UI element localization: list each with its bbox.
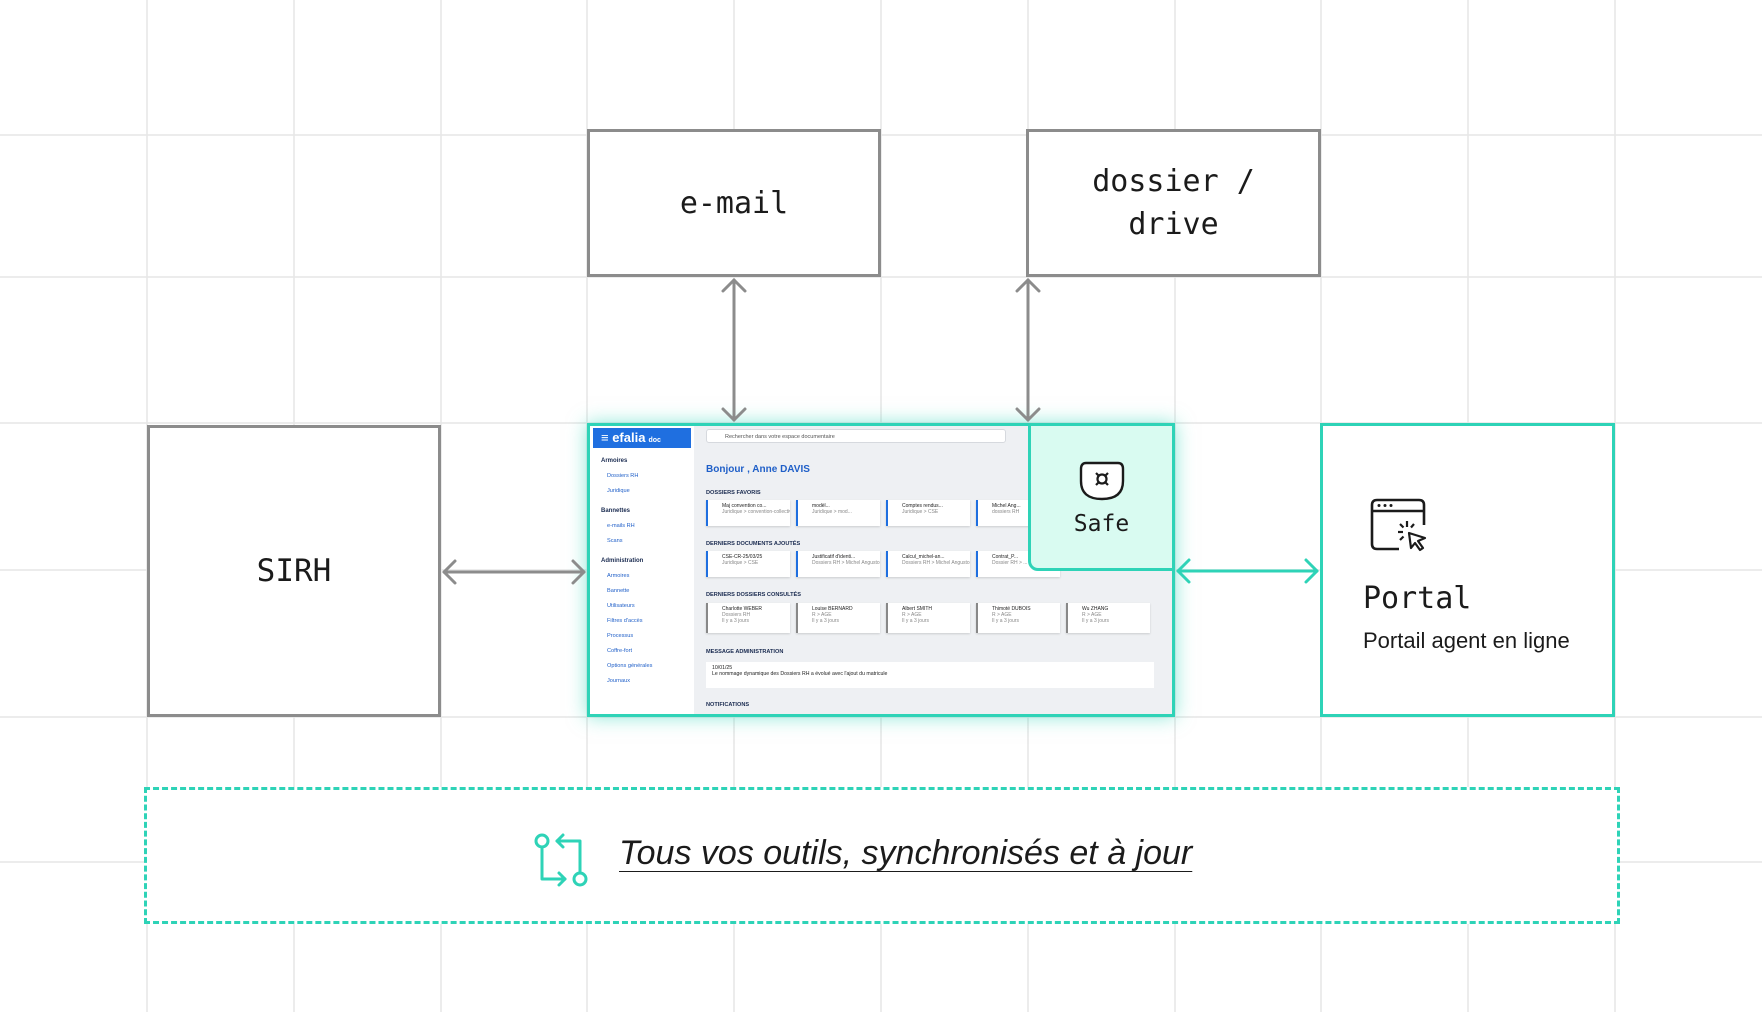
safe-label: Safe xyxy=(1073,511,1130,537)
sync-banner: Tous vos outils, synchronisés et à jour xyxy=(144,787,1620,924)
app-search-input: Rechercher dans votre espace documentair… xyxy=(706,429,1006,443)
section-message-administration: MESSAGE ADMINISTRATION xyxy=(706,649,784,655)
sirh-label: SIRH xyxy=(256,553,332,589)
sidebar-item: Coffre-fort xyxy=(607,648,633,654)
portal-title: Portal xyxy=(1363,581,1472,616)
sidebar-item: Juridique xyxy=(607,488,630,494)
admin-message-date: 10/01/25 xyxy=(712,665,733,671)
safe-node: Safe xyxy=(1028,423,1175,571)
portal-subtitle: Portail agent en ligne xyxy=(1363,628,1570,653)
sidebar-item: Processus xyxy=(607,633,634,639)
document-card: Calcul_michel-an...Dossiers RH > Michel … xyxy=(886,551,970,577)
logo-text: efalia xyxy=(612,430,646,445)
vault-icon xyxy=(1079,461,1124,501)
sidebar-item: Utilisateurs xyxy=(607,603,635,609)
section-derniers-documents: DERNIERS DOCUMENTS AJOUTÉS xyxy=(706,541,801,547)
logo-suffix: doc xyxy=(648,437,661,444)
sidebar-item: Dossiers RH xyxy=(607,473,639,479)
menu-icon: ≡ xyxy=(601,430,613,445)
sidebar-section-bannettes: Bannettes xyxy=(601,508,631,514)
portal-node: Portal Portail agent en ligne xyxy=(1320,423,1615,717)
drive-label-line1: dossier / xyxy=(1092,163,1255,199)
browser-cursor-icon xyxy=(1370,498,1427,552)
drive-label-line2: drive xyxy=(1128,207,1219,242)
app-greeting: Bonjour , Anne DAVIS xyxy=(706,464,810,475)
email-label: e-mail xyxy=(679,185,789,221)
sidebar-section-armoires: Armoires xyxy=(601,458,628,464)
sidebar-item: Options générales xyxy=(607,663,653,669)
section-notifications: NOTIFICATIONS xyxy=(706,702,750,708)
admin-message: 10/01/25 Le nommage dynamique des Dossie… xyxy=(706,662,1154,688)
sidebar-item: Journaux xyxy=(607,678,631,684)
banner-text: Tous vos outils, synchronisés et à jour xyxy=(619,834,1193,872)
section-dossiers-favoris: DOSSIERS FAVORIS xyxy=(706,490,761,496)
sidebar-item: Bannette xyxy=(607,588,630,594)
sidebar-item: Scans xyxy=(607,538,623,544)
admin-message-text: Le nommage dynamique des Dossiers RH a é… xyxy=(712,671,888,677)
drive-node: dossier / drive xyxy=(1026,129,1321,277)
sidebar-item: Armoires xyxy=(607,573,630,579)
favori-card: Comptes rendus...Juridique > CSE xyxy=(886,500,970,526)
section-derniers-dossiers: DERNIERS DOSSIERS CONSULTÉS xyxy=(706,592,802,598)
sidebar-item: Filtres d'accès xyxy=(607,618,643,624)
app-main: Rechercher dans votre espace documentair… xyxy=(694,426,1172,714)
document-card: Justificatif d'identi...Dossiers RH > Mi… xyxy=(796,551,880,577)
git-sync-icon xyxy=(534,833,588,887)
sidebar-section-administration: Administration xyxy=(601,558,644,564)
sidebar-item: e-mails RH xyxy=(607,523,635,529)
favori-card: modèl...Juridique > mod... xyxy=(796,500,880,526)
favori-card: Maj convention co...Juridique > conventi… xyxy=(706,500,790,526)
sirh-node: SIRH xyxy=(147,425,441,717)
email-node: e-mail xyxy=(587,129,881,277)
